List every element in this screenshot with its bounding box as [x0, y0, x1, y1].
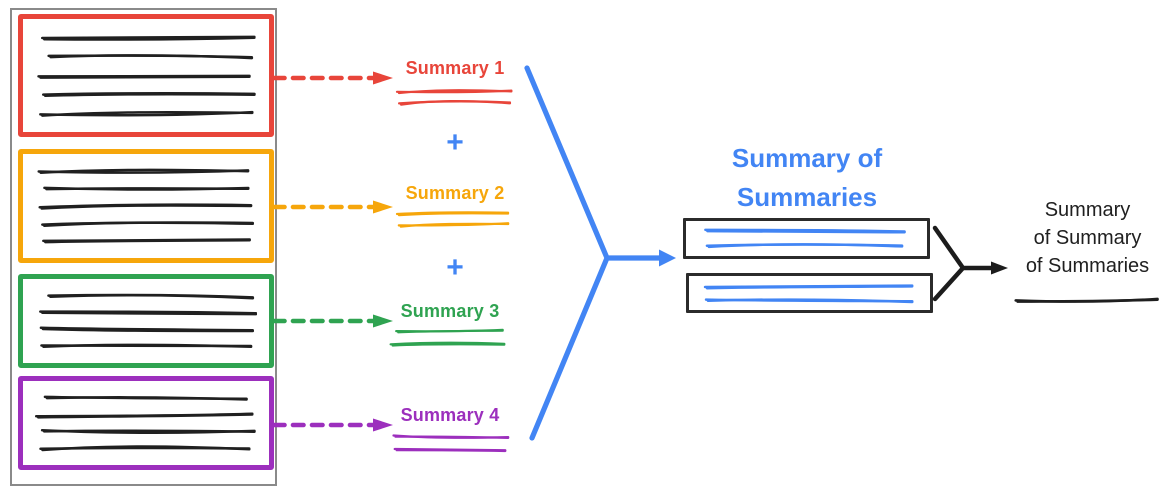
plus-separator-2: + [446, 251, 464, 284]
summary-1-label: Summary 1 [405, 58, 505, 78]
final-merge-arrow-icon [927, 220, 1019, 321]
final-summary-scribble [1007, 292, 1165, 308]
summary-of-summaries-title: Summary of Summaries [688, 139, 926, 217]
summary-3-scribble [389, 325, 507, 350]
dashed-arrow-chunk3-icon [271, 312, 398, 335]
final-summary-label: Summary of Summary of Summaries [1000, 196, 1170, 280]
final-label-line-2: of Summary [1033, 227, 1142, 249]
summary-3-label: Summary 3 [400, 301, 500, 321]
dashed-arrow-chunk4-icon [271, 416, 398, 439]
chunk-2-text-scribble [35, 163, 257, 249]
document-chunk-1 [18, 14, 274, 137]
summary-of-summaries-box-2 [686, 273, 933, 313]
title-line-1: Summary of [731, 143, 883, 173]
final-label-line-1: Summary [1044, 199, 1131, 221]
sos-box-2-scribble [703, 279, 916, 307]
summary-4-label: Summary 4 [400, 405, 500, 425]
title-line-2: Summaries [736, 182, 878, 212]
summary-2-scribble [395, 208, 515, 230]
summary-of-summaries-box-1 [683, 218, 930, 259]
dashed-arrow-chunk2-icon [271, 198, 398, 221]
chunk-1-text-scribble [35, 28, 257, 123]
sos-box-1-scribble [700, 224, 913, 253]
chunk-3-text-scribble [35, 288, 257, 354]
summary-2-label: Summary 2 [405, 183, 505, 203]
final-label-line-3: of Summaries [1025, 255, 1150, 277]
summary-1-scribble [393, 85, 515, 108]
merge-arrow-icon [515, 55, 685, 455]
chunk-4-text-scribble [35, 390, 257, 456]
document-chunk-4 [18, 376, 274, 470]
dashed-arrow-chunk1-icon [271, 69, 398, 92]
plus-separator-1: + [446, 126, 464, 159]
document-chunk-3 [18, 274, 274, 368]
document-chunk-2 [18, 149, 274, 263]
summary-4-scribble [388, 430, 510, 455]
